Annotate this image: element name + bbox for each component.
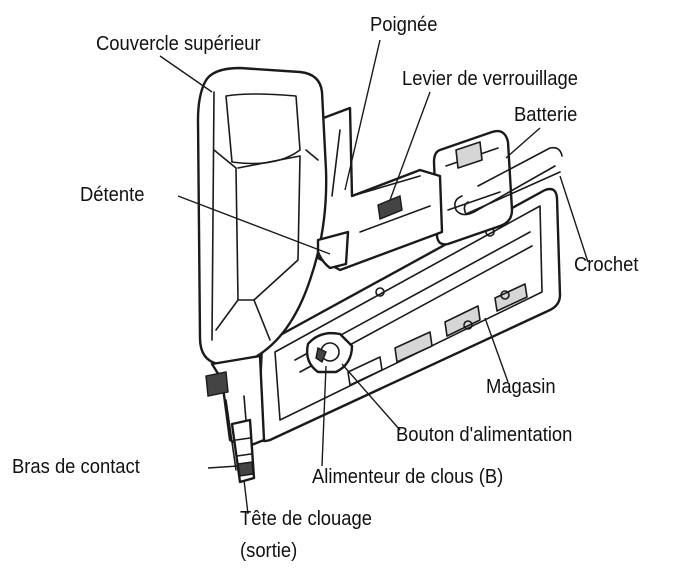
label-nose-line2: (sortie): [240, 540, 298, 562]
label-magazine: Magasin: [486, 376, 556, 398]
label-trigger: Détente: [80, 184, 145, 206]
handle: [316, 106, 444, 272]
trigger: [316, 230, 350, 270]
label-lock-lever: Levier de verrouillage: [402, 68, 578, 90]
label-top-cover: Couvercle supérieur: [96, 33, 261, 55]
label-handle: Poignée: [370, 14, 438, 36]
motor-body: [196, 66, 328, 366]
magazine: [256, 187, 562, 443]
hook: [454, 146, 563, 216]
label-nail-feeder: Alimenteur de clous (B): [312, 466, 504, 488]
battery: [432, 129, 514, 246]
label-contact-arm: Bras de contact: [12, 456, 140, 478]
label-feed-button: Bouton d'alimentation: [396, 424, 573, 446]
nail-feeder: [305, 331, 354, 374]
label-nose-line1: Tête de clouage: [240, 508, 372, 530]
label-hook: Crochet: [574, 254, 639, 276]
leader-lines: [159, 39, 589, 515]
label-battery: Batterie: [514, 104, 578, 126]
contact-arm: [230, 418, 256, 484]
